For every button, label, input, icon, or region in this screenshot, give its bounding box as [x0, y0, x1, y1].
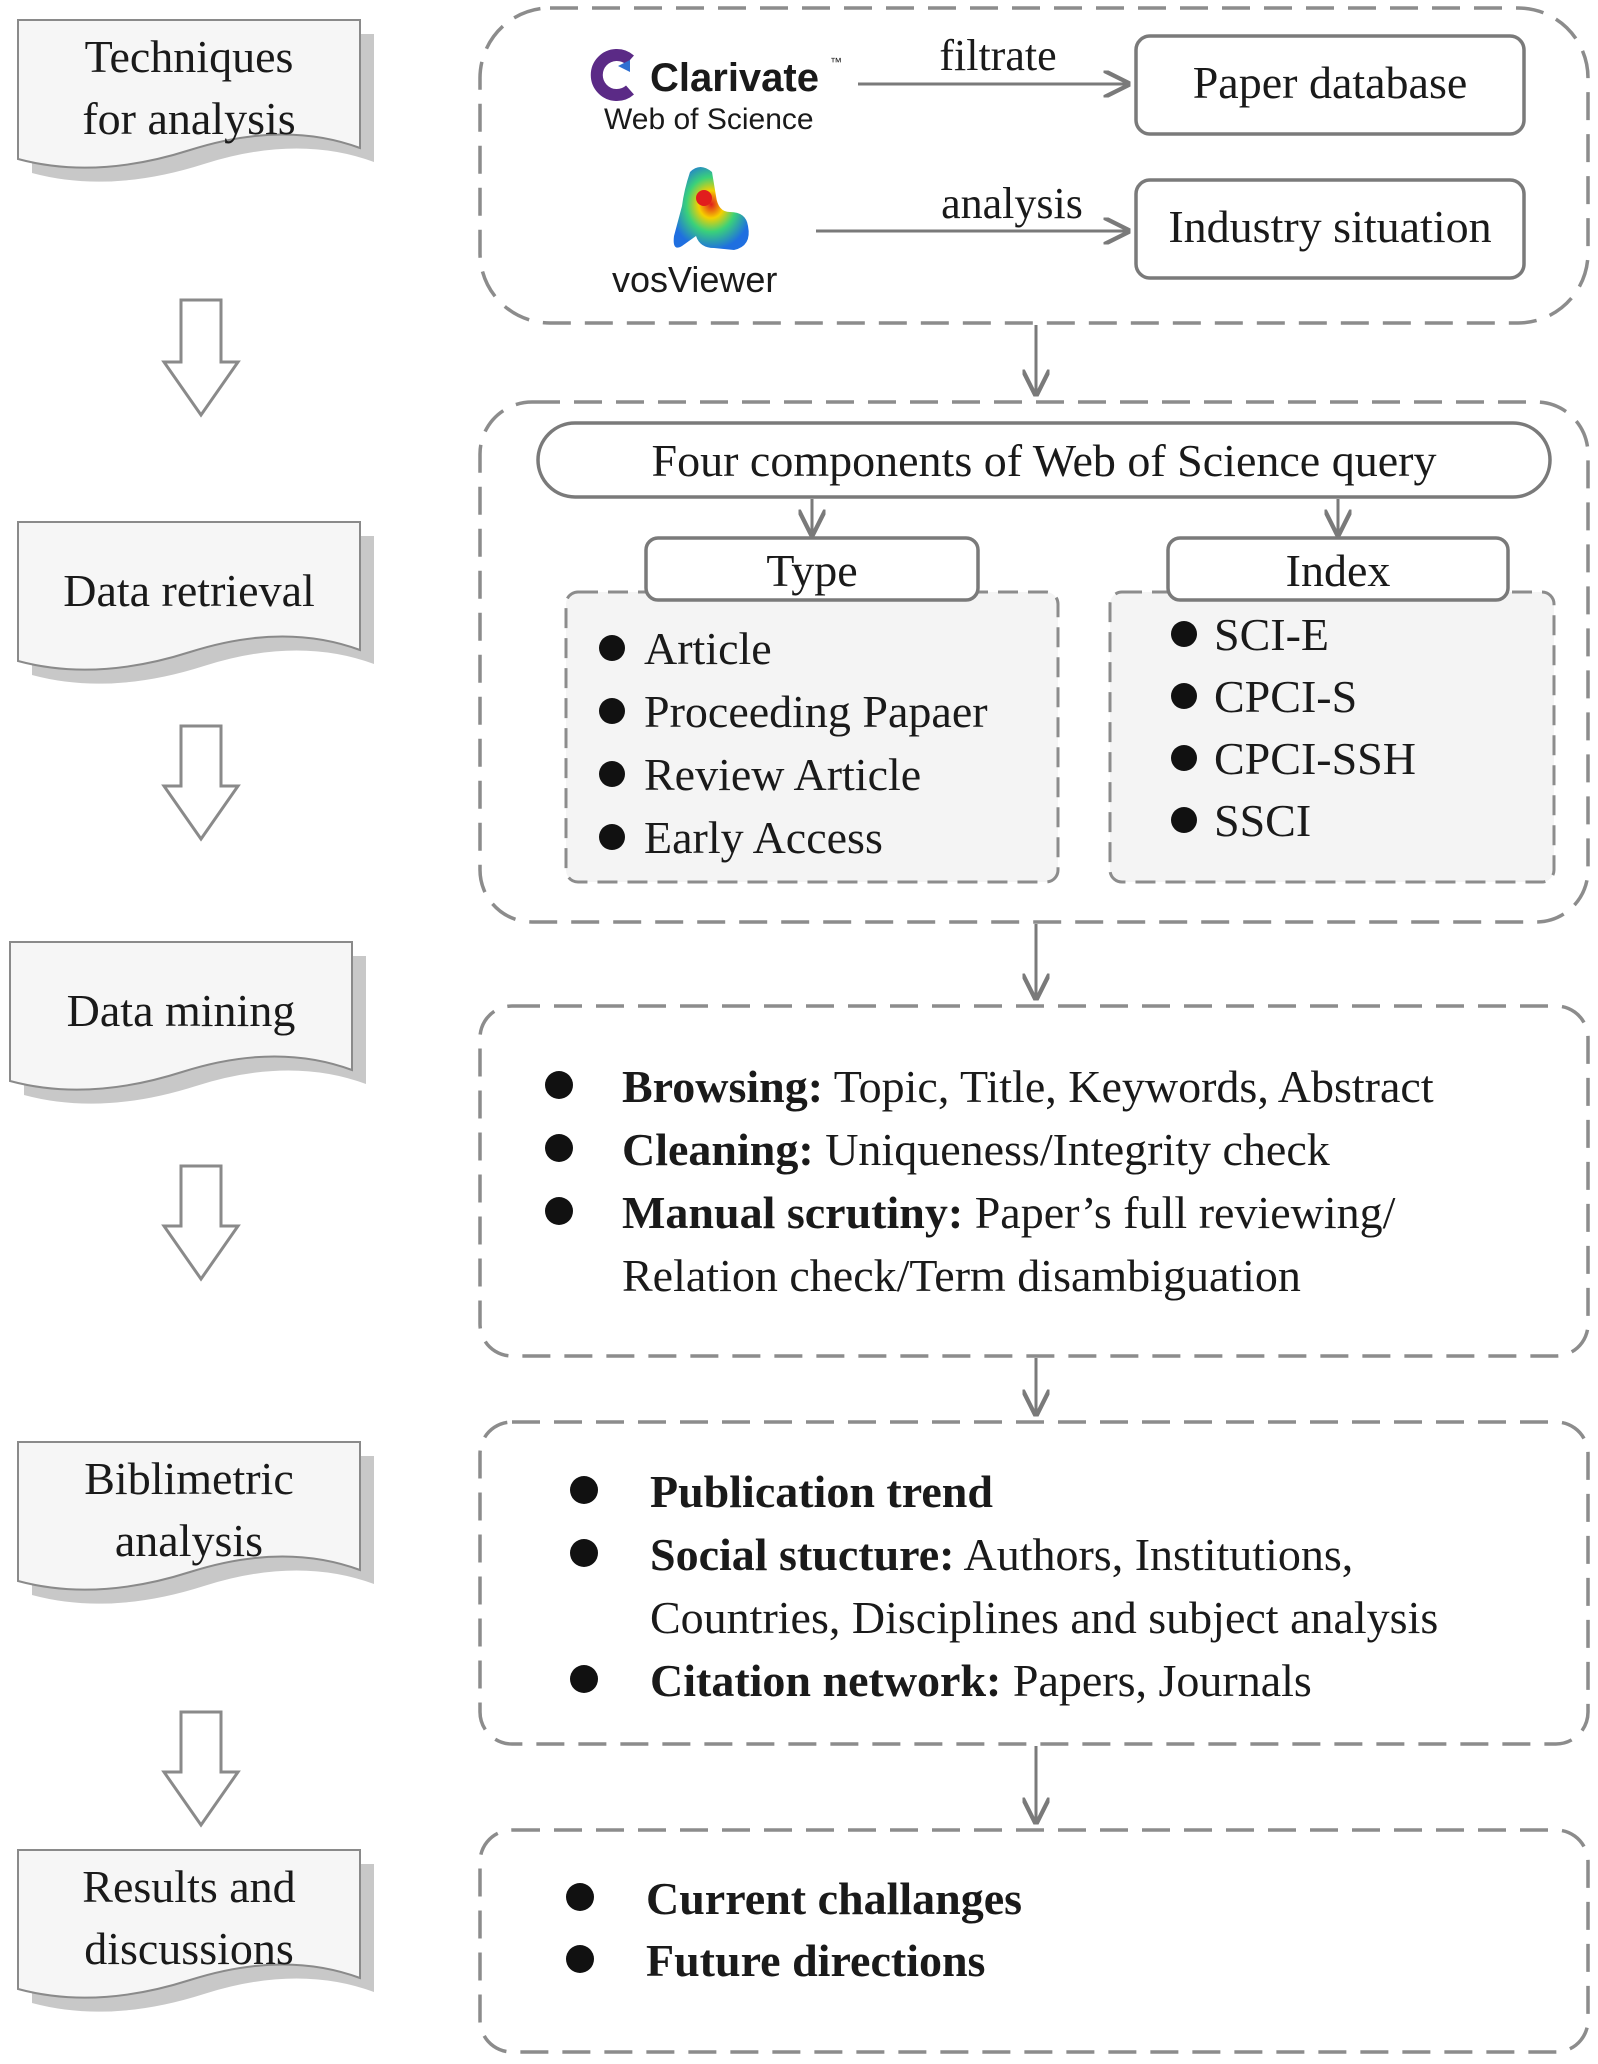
type-item: Proceeding Papaer: [644, 686, 988, 737]
type-list-item: Proceeding Papaer: [599, 686, 988, 737]
index-item: CPCI-S: [1214, 671, 1357, 722]
bullet-icon: [1171, 621, 1197, 647]
type-title: Type: [766, 545, 857, 596]
vosviewer-brand: vosViewer: [612, 259, 777, 300]
bullet-icon: [566, 1883, 594, 1911]
bullet-icon: [570, 1539, 598, 1567]
step-label: analysis: [115, 1515, 263, 1566]
mining-list-item: Browsing: Topic, Title, Keywords, Abstra…: [545, 1061, 1434, 1112]
step-data-retrieval: Data retrieval: [17, 521, 374, 684]
step-bibliometric-analysis: Biblimetric analysis: [17, 1441, 374, 1604]
mining-item-text: Cleaning: Uniqueness/Integrity check: [622, 1124, 1330, 1175]
bullet-icon: [545, 1197, 573, 1225]
bibliometric-item-text: Citation network: Papers, Journals: [650, 1655, 1312, 1706]
down-arrow: [161, 1710, 241, 1828]
down-arrow: [161, 298, 241, 418]
bibliometric-list-item: Publication trend: [570, 1466, 993, 1517]
mining-list-item: Manual scrutiny: Paper’s full reviewing/…: [545, 1187, 1396, 1301]
mining-item-text: Manual scrutiny: Paper’s full reviewing/: [622, 1187, 1396, 1238]
retrieval-panel: Four components of Web of Science query …: [478, 400, 1590, 924]
bibliometric-item-text: Social stucture: Authors, Institutions,: [650, 1529, 1353, 1580]
index-list-item: SSCI: [1171, 795, 1311, 846]
bibliometric-item-text: Publication trend: [650, 1466, 993, 1517]
bullet-icon: [599, 698, 625, 724]
type-item: Article: [644, 623, 772, 674]
clarivate-trademark: ™: [830, 55, 842, 69]
query-title: Four components of Web of Science query: [652, 435, 1437, 486]
step-label: for analysis: [82, 93, 295, 144]
index-list-item: CPCI-SSH: [1171, 733, 1416, 784]
results-panel: Current challanges Future directions: [478, 1828, 1590, 2054]
paper-database-label: Paper database: [1193, 57, 1468, 108]
techniques-panel: Clarivate ™ Web of Science vosViewer fil…: [478, 6, 1590, 325]
bullet-icon: [566, 1945, 594, 1973]
mining-panel: Browsing: Topic, Title, Keywords, Abstra…: [478, 1004, 1590, 1358]
step-label: Results and: [82, 1861, 295, 1912]
type-header: [644, 536, 980, 602]
type-list-item: Review Article: [599, 749, 921, 800]
bullet-icon: [1171, 807, 1197, 833]
results-list-item: Future directions: [566, 1935, 985, 1986]
type-list-item: Early Access: [599, 812, 883, 863]
mining-item-continuation: Relation check/Term disambiguation: [622, 1250, 1301, 1301]
type-item: Early Access: [644, 812, 883, 863]
query-header-box: [536, 421, 1552, 499]
bullet-icon: [570, 1476, 598, 1504]
type-group: [564, 590, 1060, 884]
index-title: Index: [1286, 545, 1391, 596]
index-item: SSCI: [1214, 795, 1311, 846]
step-label: Biblimetric: [84, 1453, 294, 1504]
bullet-icon: [1171, 683, 1197, 709]
bibliometric-list-item: Citation network: Papers, Journals: [570, 1655, 1312, 1706]
type-item: Review Article: [644, 749, 921, 800]
index-list-item: SCI-E: [1171, 609, 1329, 660]
bullet-icon: [545, 1134, 573, 1162]
bibliometric-list-item: Social stucture: Authors, Institutions, …: [570, 1529, 1438, 1643]
results-item-text: Future directions: [646, 1935, 985, 1986]
step-techniques: Techniques for analysis: [17, 19, 374, 182]
clarivate-product: Web of Science: [604, 103, 814, 136]
step-label: Data mining: [67, 985, 296, 1036]
vosviewer-logo: vosViewer: [612, 167, 777, 300]
paper-database-box: [1134, 34, 1526, 136]
step-data-mining: Data mining: [9, 941, 366, 1104]
bullet-icon: [545, 1071, 573, 1099]
industry-situation-label: Industry situation: [1168, 201, 1491, 252]
results-item-text: Current challanges: [646, 1873, 1022, 1924]
filtrate-label: filtrate: [939, 31, 1056, 80]
step-label: discussions: [84, 1923, 294, 1974]
index-header: [1166, 536, 1510, 602]
clarivate-logo: Clarivate ™ Web of Science: [590, 49, 842, 136]
clarivate-brand: Clarivate: [650, 56, 819, 100]
type-list-item: Article: [599, 623, 772, 674]
step-label: Techniques: [85, 31, 294, 82]
analysis-label: analysis: [941, 179, 1083, 228]
bibliometric-item-continuation: Countries, Disciplines and subject analy…: [650, 1592, 1438, 1643]
step-results-discussions: Results and discussions: [17, 1849, 374, 2012]
bullet-icon: [599, 635, 625, 661]
index-item: SCI-E: [1214, 609, 1329, 660]
step-label: Data retrieval: [63, 565, 315, 616]
down-arrow: [161, 1164, 241, 1282]
index-item: CPCI-SSH: [1214, 733, 1416, 784]
bibliometric-panel: Publication trend Social stucture: Autho…: [478, 1420, 1590, 1746]
results-list-item: Current challanges: [566, 1873, 1022, 1924]
mining-item-text: Browsing: Topic, Title, Keywords, Abstra…: [622, 1061, 1434, 1112]
bullet-icon: [599, 824, 625, 850]
bullet-icon: [570, 1665, 598, 1693]
bullet-icon: [1171, 745, 1197, 771]
bullet-icon: [599, 761, 625, 787]
industry-situation-box: [1134, 178, 1526, 280]
mining-list-item: Cleaning: Uniqueness/Integrity check: [545, 1124, 1330, 1175]
index-list-item: CPCI-S: [1171, 671, 1357, 722]
down-arrow: [161, 724, 241, 842]
